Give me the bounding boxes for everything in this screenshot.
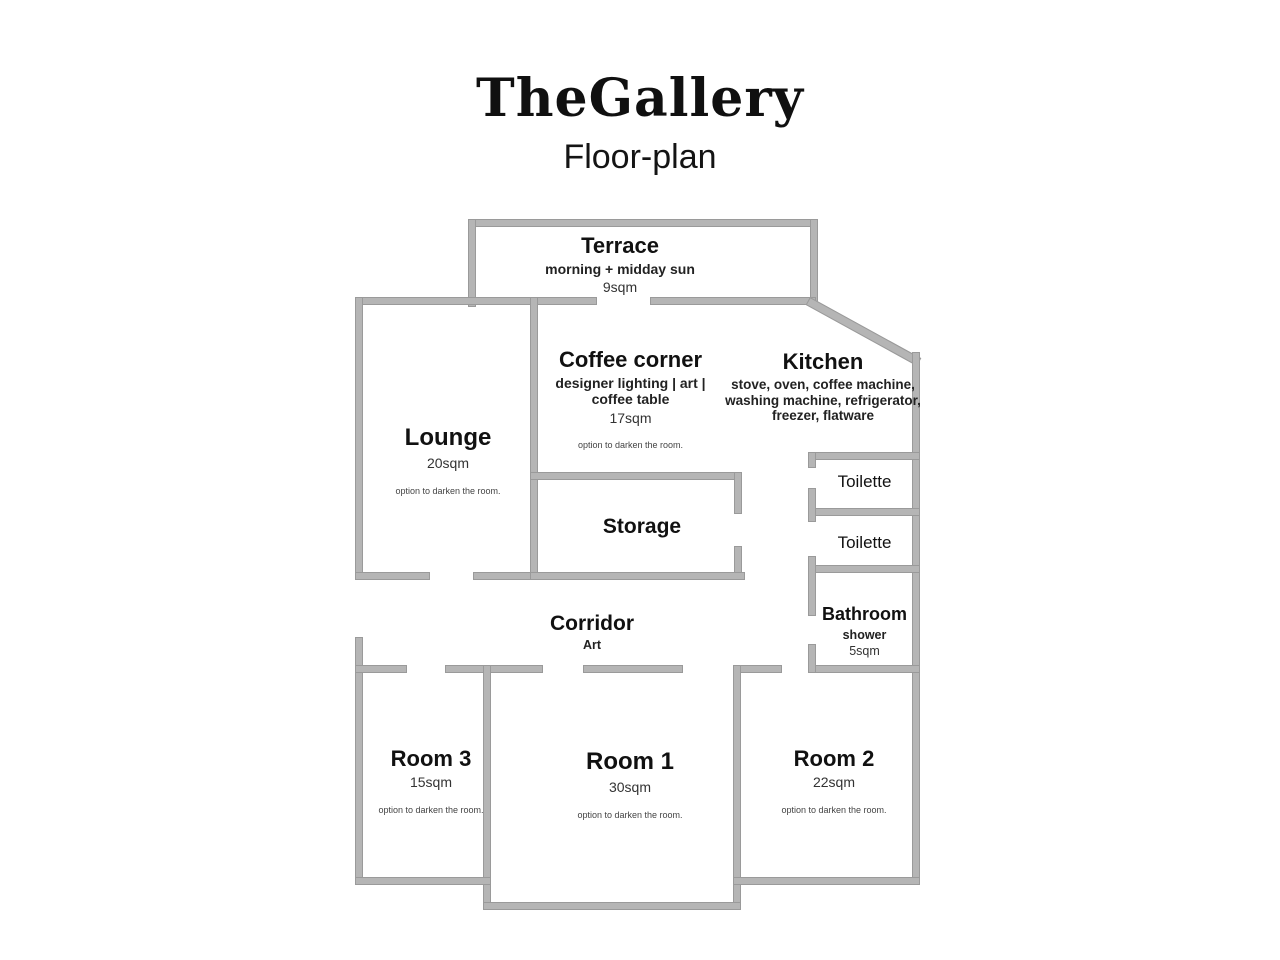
wall-room1-bottom — [483, 902, 741, 910]
wall-wet-left-d — [808, 644, 816, 673]
wall-room3-bottom — [355, 877, 491, 885]
wall-terrace-top — [468, 219, 818, 227]
room-coffee-corner: Coffee corner designer lighting | art | … — [533, 347, 728, 450]
room-kitchen-features-2: washing machine, refrigerator, — [725, 392, 921, 408]
wall-wet-left-a — [808, 452, 816, 468]
room-corridor: Corridor Art — [497, 611, 687, 653]
wall-lounge-bottom-right — [473, 572, 538, 580]
room-coffee-corner-name: Coffee corner — [558, 347, 703, 372]
room-3-note: option to darken the room. — [378, 805, 484, 816]
room-toilette-2: Toilette — [816, 533, 913, 553]
room-1-area: 30sqm — [608, 778, 652, 795]
room-bathroom-features: shower — [842, 627, 887, 642]
room-3: Room 3 15sqm option to darken the room. — [361, 746, 501, 815]
room-kitchen-features-1: stove, oven, coffee machine, — [731, 377, 915, 393]
room-coffee-corner-features-2: coffee table — [591, 391, 670, 408]
room-toilette-1: Toilette — [816, 472, 913, 492]
room-terrace-features: morning + midday sun — [545, 261, 695, 278]
room-3-area: 15sqm — [409, 774, 453, 791]
wall-terrace-right — [810, 219, 818, 307]
room-coffee-corner-features-1: designer lighting | art | — [555, 375, 706, 392]
wall-storage-right-upper — [734, 472, 742, 514]
room-3-name: Room 3 — [390, 746, 472, 771]
room-kitchen: Kitchen stove, oven, coffee machine, was… — [723, 349, 923, 424]
room-corridor-features: Art — [582, 638, 602, 653]
wall-corridor-bottom-c — [583, 665, 683, 673]
room-bathroom: Bathroom shower 5sqm — [816, 604, 913, 659]
room-lounge-name: Lounge — [404, 424, 492, 451]
wall-top-main-left — [355, 297, 597, 305]
page-subtitle: Floor-plan — [563, 138, 717, 176]
room-coffee-corner-note: option to darken the room. — [577, 440, 684, 451]
room-corridor-name: Corridor — [550, 612, 634, 635]
room-toilette-2-name: Toilette — [837, 533, 892, 552]
room-lounge: Lounge 20sqm option to darken the room. — [368, 424, 528, 496]
wall-storage-top — [530, 472, 742, 480]
wall-storage-bottom — [530, 572, 745, 580]
room-2-name: Room 2 — [793, 746, 875, 771]
room-kitchen-name: Kitchen — [782, 349, 864, 374]
wall-toilette2-bottom — [810, 565, 920, 573]
room-lounge-note: option to darken the room. — [395, 485, 501, 496]
room-coffee-corner-area: 17sqm — [609, 409, 652, 426]
room-2: Room 2 22sqm option to darken the room. — [734, 746, 934, 815]
room-storage: Storage — [542, 514, 742, 539]
wall-terrace-left — [468, 219, 476, 307]
wall-toilette-divider — [810, 508, 920, 516]
wall-corridor-bottom-a — [355, 665, 407, 673]
room-2-note: option to darken the room. — [781, 805, 887, 816]
room-1-name: Room 1 — [585, 748, 674, 775]
room-toilette-1-name: Toilette — [837, 472, 892, 491]
wall-bathroom-bottom — [810, 665, 920, 673]
room-bathroom-name: Bathroom — [822, 604, 907, 624]
room-lounge-area: 20sqm — [426, 454, 470, 471]
room-2-area: 22sqm — [812, 774, 856, 791]
wall-lounge-left-outer — [355, 297, 363, 580]
wall-toilette1-top — [810, 452, 920, 460]
room-1-note: option to darken the room. — [577, 809, 683, 820]
room-terrace-area: 9sqm — [602, 279, 638, 296]
room-terrace-name: Terrace — [581, 233, 659, 258]
wall-lounge-bottom-left — [355, 572, 430, 580]
wall-corridor-bottom-b — [445, 665, 543, 673]
wall-wet-left-c — [808, 556, 816, 616]
room-terrace: Terrace morning + midday sun 9sqm — [480, 233, 760, 296]
room-storage-name: Storage — [602, 515, 682, 538]
room-bathroom-area: 5sqm — [849, 643, 880, 658]
page-title: TheGallery — [476, 68, 804, 129]
wall-wet-left-b — [808, 488, 816, 522]
wall-room2-bottom — [733, 877, 920, 885]
wall-top-main-right — [650, 297, 816, 305]
room-1: Room 1 30sqm option to darken the room. — [530, 748, 730, 820]
room-kitchen-features-3: freezer, flatware — [771, 408, 875, 424]
